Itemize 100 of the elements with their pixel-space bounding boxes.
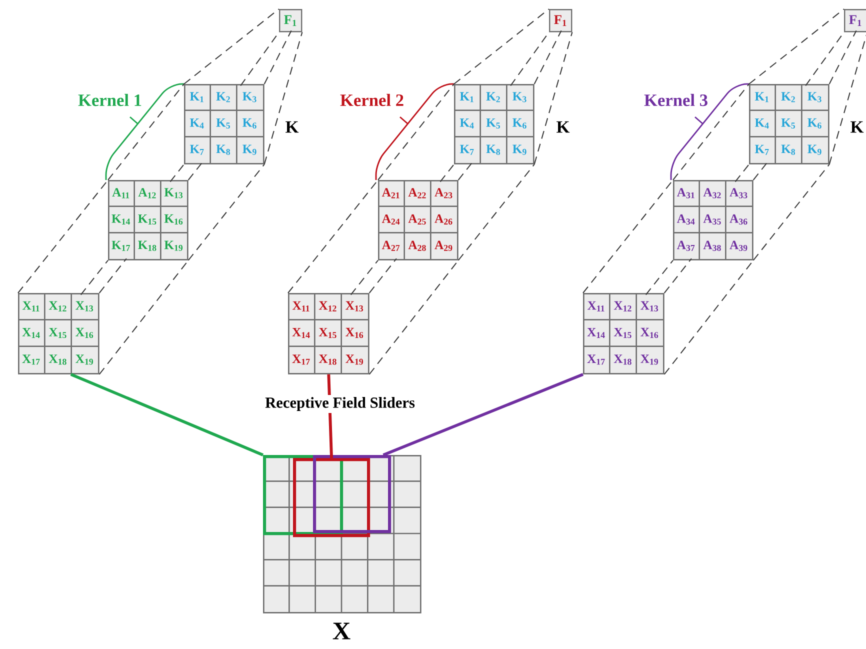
matrix-entry: K$_{5}$ xyxy=(781,118,795,129)
projection-line xyxy=(288,180,378,294)
matrix-entry: K$_{14}$ xyxy=(112,214,130,224)
projection-line xyxy=(645,260,674,296)
matrix-entry: K$_{7}$ xyxy=(190,144,204,155)
matrix-entry: X$_{17}$ xyxy=(587,354,605,365)
projection-line xyxy=(188,164,265,261)
projection-line xyxy=(752,162,768,180)
matrix-entry: X$_{18}$ xyxy=(614,354,632,365)
matrix-grid xyxy=(377,179,458,260)
projection-line xyxy=(98,258,127,294)
slider-frame xyxy=(263,455,344,536)
matrix-entry: K$_{8}$ xyxy=(781,144,796,155)
matrix-entry: K$_{9}$ xyxy=(242,144,256,155)
grid-caption: X xyxy=(332,622,350,640)
matrix-entry: X$_{16}$ xyxy=(640,328,658,338)
matrix-entry: K$_{19}$ xyxy=(164,240,183,251)
matrix-entry: A$_{34}$ xyxy=(676,214,695,225)
matrix-entry: K$_{15}$ xyxy=(138,214,156,225)
matrix-entry: A$_{26}$ xyxy=(434,214,452,225)
projection-line xyxy=(98,260,189,375)
matrix-entry: K$_{2}$ xyxy=(216,92,230,102)
projection-line xyxy=(664,260,754,375)
connector-line xyxy=(382,372,584,456)
matrix-entry: A$_{12}$ xyxy=(138,188,156,198)
matrix-entry: X$_{13}$ xyxy=(76,301,94,312)
matrix-label: K xyxy=(286,121,299,133)
projection-line xyxy=(748,8,844,84)
matrix-entry: K$_{3}$ xyxy=(242,92,256,102)
kernel-label: Kernel 2 xyxy=(340,94,404,106)
matrix-entry: K$_{9}$ xyxy=(808,144,822,155)
matrix-entry: A$_{32}$ xyxy=(703,188,721,198)
projection-line xyxy=(828,30,857,84)
matrix-entry: K$_{13}$ xyxy=(164,188,183,198)
matrix-entry: X$_{11}$ xyxy=(587,301,604,312)
slider-frame xyxy=(313,455,392,534)
matrix-entry: A$_{24}$ xyxy=(382,214,400,225)
matrix-entry: K$_{3}$ xyxy=(808,92,822,102)
matrix-grid xyxy=(287,292,370,374)
matrix-entry: A$_{37}$ xyxy=(676,240,695,251)
matrix-entry: A$_{33}$ xyxy=(730,188,748,198)
projection-line xyxy=(752,164,830,261)
matrix-entry: X$_{12}$ xyxy=(48,301,66,312)
projection-line xyxy=(368,258,397,294)
matrix-entry: A$_{23}$ xyxy=(434,188,452,198)
matrix-grid xyxy=(183,83,264,164)
matrix-entry: A$_{11}$ xyxy=(112,188,130,198)
projection-line xyxy=(188,162,203,180)
matrix-entry: X$_{17}$ xyxy=(292,354,310,365)
matrix-entry: X$_{19}$ xyxy=(640,354,658,365)
matrix-entry: K$_{5}$ xyxy=(486,118,500,129)
projection-line xyxy=(458,164,535,261)
projection-line xyxy=(734,164,750,182)
projection-line xyxy=(80,260,108,296)
matrix-entry: X$_{14}$ xyxy=(292,328,310,338)
matrix-entry: K$_{2}$ xyxy=(781,92,795,102)
matrix-entry: K$_{7}$ xyxy=(460,144,474,155)
matrix-entry: K$_{18}$ xyxy=(138,240,156,251)
connector-line xyxy=(70,372,264,456)
slider-frame xyxy=(293,458,370,538)
matrix-entry: X$_{15}$ xyxy=(318,328,336,338)
input-grid xyxy=(262,454,422,614)
output-cell: F$_{1}$ xyxy=(844,9,866,32)
matrix-entry: K$_{5}$ xyxy=(216,118,230,129)
matrix-entry: A$_{28}$ xyxy=(408,240,426,251)
matrix-label: K xyxy=(850,121,864,133)
matrix-grid xyxy=(17,292,100,374)
matrix-entry: K$_{1}$ xyxy=(190,92,204,102)
projection-line xyxy=(440,164,454,182)
matrix-entry: X$_{13}$ xyxy=(640,301,658,312)
projection-line xyxy=(368,260,459,375)
matrix-label: K xyxy=(556,121,570,133)
matrix-entry: X$_{11}$ xyxy=(292,301,310,312)
matrix-entry: A$_{31}$ xyxy=(676,188,694,198)
matrix-grid xyxy=(672,179,754,260)
matrix-entry: X$_{12}$ xyxy=(318,301,336,312)
matrix-entry: X$_{11}$ xyxy=(22,301,40,312)
kernel-label: Kernel 3 xyxy=(644,94,708,106)
matrix-entry: X$_{12}$ xyxy=(614,301,632,312)
matrix-entry: K$_{2}$ xyxy=(486,92,500,102)
matrix-entry: X$_{18}$ xyxy=(48,354,66,365)
matrix-entry: A$_{29}$ xyxy=(434,240,452,251)
matrix-entry: K$_{1}$ xyxy=(460,92,474,102)
projection-line xyxy=(264,30,292,84)
matrix-entry: X$_{17}$ xyxy=(22,354,40,365)
projection-line xyxy=(534,30,562,84)
projection-line xyxy=(18,180,108,294)
matrix-entry: X$_{18}$ xyxy=(318,354,336,365)
projection-line xyxy=(350,260,378,296)
matrix-entry: A$_{35}$ xyxy=(703,214,721,225)
matrix-grid xyxy=(453,83,534,164)
matrix-entry: X$_{16}$ xyxy=(76,328,94,338)
matrix-grid xyxy=(582,292,664,374)
matrix-entry: K$_{6}$ xyxy=(242,118,256,129)
projection-line xyxy=(170,164,184,182)
matrix-entry: A$_{38}$ xyxy=(703,240,721,251)
projection-line xyxy=(664,258,692,294)
matrix-entry: K$_{4}$ xyxy=(190,118,204,128)
matrix-entry: K$_{4}$ xyxy=(754,118,769,128)
projection-line xyxy=(582,180,674,294)
